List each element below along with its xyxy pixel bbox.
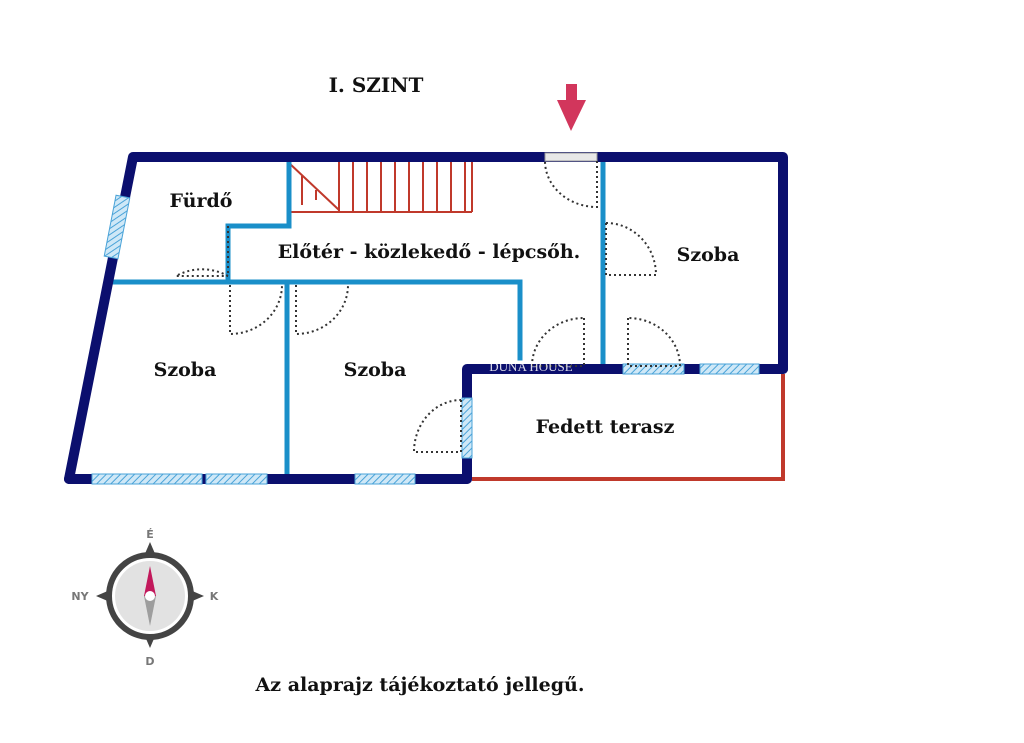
door-room-middle — [295, 284, 349, 336]
door-middle-terrace — [412, 399, 462, 453]
compass-east-label: K — [210, 590, 219, 603]
window-terrace-wall — [461, 397, 473, 459]
room-label-room-right: Szoba — [677, 244, 740, 266]
level-title: I. SZINT — [329, 73, 424, 97]
entrance-door-frame — [544, 152, 598, 162]
door-right-terrace — [627, 317, 682, 367]
door-swings — [172, 160, 682, 453]
room-label-terrace: Fedett terasz — [536, 416, 675, 438]
compass-west-label: NY — [71, 590, 89, 603]
entrance-arrow-icon — [557, 84, 586, 131]
compass-south-label: D — [145, 655, 154, 668]
window-bottom-2 — [205, 473, 268, 485]
terrace-railing — [472, 374, 785, 481]
room-label-room-left: Szoba — [154, 359, 217, 381]
staircase — [288, 162, 473, 213]
compass-icon: É D K NY — [71, 528, 218, 668]
windows — [91, 152, 760, 485]
window-room-right-1 — [622, 363, 685, 375]
window-room-right-2 — [699, 363, 760, 375]
compass-south-needle — [144, 596, 156, 626]
disclaimer: Az alaprajz tájékoztató jellegű. — [255, 674, 585, 696]
window-bottom-3 — [354, 473, 416, 485]
room-label-bathroom: Fürdő — [170, 190, 233, 212]
door-room-right — [605, 222, 658, 276]
compass-north-needle — [144, 566, 156, 596]
room-label-hallway: Előtér - közlekedő - lépcsőh. — [278, 241, 581, 263]
door-entrance — [544, 160, 598, 209]
door-hallway-terrace — [530, 317, 585, 367]
compass-north-label: É — [146, 528, 154, 541]
room-label-room-middle: Szoba — [344, 359, 407, 381]
door-bathroom — [172, 226, 229, 278]
window-left-wall — [103, 194, 131, 260]
door-room-left — [229, 284, 283, 336]
window-bottom-1 — [91, 473, 203, 485]
watermark: DUNA HOUSE — [489, 359, 572, 374]
